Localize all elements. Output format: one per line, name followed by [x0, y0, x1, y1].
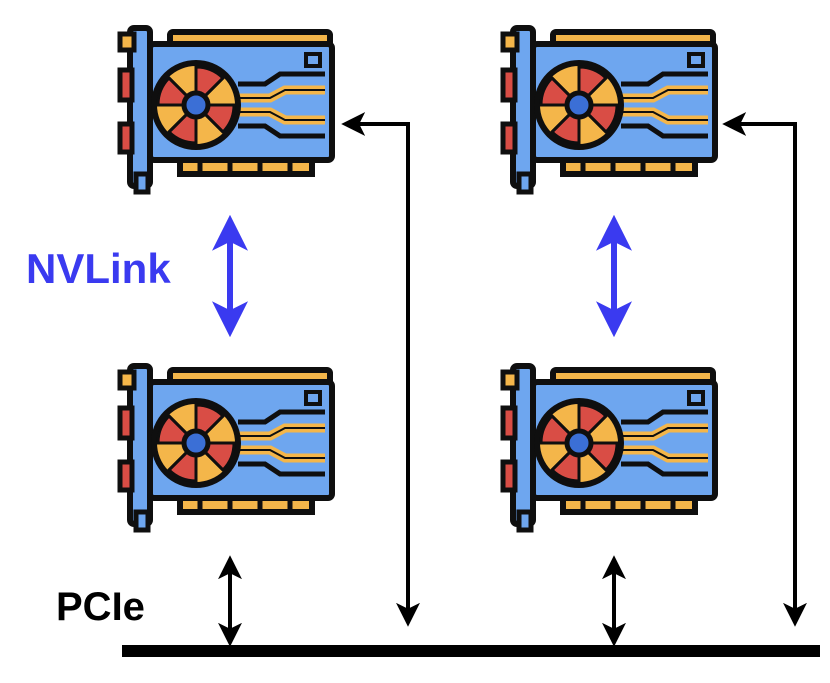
gpu-card-icon	[503, 28, 715, 192]
pcie-arrow-left-top	[341, 112, 420, 627]
pcie-label: PCIe	[56, 585, 145, 629]
gpu-card-icon	[120, 366, 332, 530]
nvlink-label: NVLink	[26, 245, 171, 292]
gpu-card-icon	[503, 366, 715, 530]
pcie-arrow-right-top	[722, 112, 807, 627]
pcie-bus	[122, 645, 820, 657]
gpu-card-icon	[120, 28, 332, 192]
